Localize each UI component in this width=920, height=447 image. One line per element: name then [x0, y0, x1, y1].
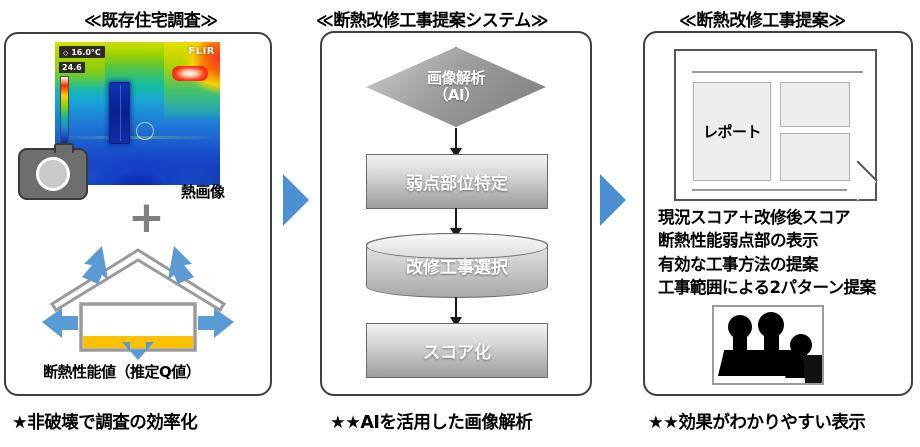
flir-logo: FLIR — [188, 46, 215, 57]
flow-label-line1: 画像解析 — [426, 68, 486, 87]
thermal-temp-value: 16.0°C — [71, 47, 101, 57]
flow-connector-2 — [450, 208, 462, 238]
flow-node-image-analysis-label: 画像解析 （AI） — [426, 68, 486, 105]
thermal-floor-line — [55, 136, 220, 140]
report-document[interactable]: レポート — [674, 49, 878, 201]
thermal-scale-value: 24.6 — [59, 62, 85, 73]
heat-arrow-left — [42, 308, 78, 338]
heat-arrow-upright — [168, 246, 194, 284]
person-head-right — [790, 334, 812, 356]
caption-system: ★★AIを活用した画像解析 — [330, 413, 533, 433]
flow-node-renovation-select[interactable]: 改修工事選択 — [366, 233, 548, 298]
page-fold-line — [856, 160, 878, 182]
flow-arrow-1-icon — [283, 174, 309, 226]
thermal-color-scale — [60, 76, 69, 150]
caption-proposal: ★★効果がわかりやすい表示 — [648, 413, 866, 433]
thermal-hot-right — [163, 42, 220, 131]
report-rule-top — [692, 71, 863, 73]
camera-flash-bump — [54, 143, 74, 153]
proposal-bullets: 現況スコア＋改修後スコア 断熱性能弱点部の表示 有効な工事方法の提案 工事範囲に… — [658, 206, 876, 300]
flow-node-weak-point[interactable]: 弱点部位特定 — [366, 154, 548, 209]
desk-shape — [718, 350, 796, 376]
q-value-label: 断熱性能値（推定Q値） — [43, 363, 201, 381]
camera-icon — [18, 143, 88, 200]
house-roof — [49, 248, 227, 313]
person-head-center — [758, 312, 784, 338]
camera-lens — [36, 157, 70, 191]
flow-node-renovation-select-label: 改修工事選択 — [406, 258, 508, 278]
report-rule-bottom — [692, 189, 847, 191]
report-main-cell: レポート — [693, 82, 771, 181]
podium-shape — [802, 355, 822, 383]
thermal-image-label: 熱画像 — [181, 183, 225, 201]
panel-title-proposal: ≪断熱改修工事提案≫ — [679, 11, 846, 31]
bullet-0: 現況スコア＋改修後スコア — [658, 208, 850, 227]
plus-symbol: + — [128, 192, 165, 243]
bullet-2: 有効な工事方法の提案 — [658, 254, 818, 274]
heat-arrow-right — [198, 308, 234, 338]
report-cell-top-right — [780, 82, 850, 127]
page-fold-icon — [857, 181, 877, 201]
bullet-3: 工事範囲による2パターン提案 — [658, 278, 876, 298]
heat-arrow-down — [122, 342, 154, 360]
thermal-temp-label: ◇ 16.0°C — [59, 46, 105, 58]
flow-connector-1 — [450, 128, 462, 158]
heat-arrow-upleft — [82, 246, 108, 284]
bullet-1: 断熱性能弱点部の表示 — [658, 231, 818, 251]
flow-connector-3 — [450, 297, 462, 327]
thermal-cold-window — [109, 82, 130, 145]
thermal-cursor-icon — [135, 122, 154, 141]
report-cell-bottom-right — [780, 133, 850, 181]
caption-survey: ★非破壊で調査の効率化 — [12, 413, 198, 433]
cylinder-top — [366, 233, 548, 259]
person-body-left — [733, 335, 747, 353]
house-heatloss-diagram — [42, 246, 234, 360]
house-insulated-floor — [83, 336, 193, 348]
panel-title-system: ≪断熱改修工事提案システム≫ — [316, 11, 549, 31]
panel-title-survey: ≪既存住宅調査≫ — [84, 11, 218, 31]
person-body-center — [764, 334, 779, 353]
thermal-hotspot — [172, 66, 209, 81]
diamond-icon: ◇ — [63, 48, 69, 57]
flow-label-line2: （AI） — [433, 86, 479, 104]
flow-node-image-analysis[interactable]: 画像解析 （AI） — [366, 47, 546, 127]
flow-arrow-2-icon — [600, 174, 626, 226]
people-illustration — [712, 305, 824, 385]
flow-node-scoring[interactable]: スコア化 — [366, 323, 548, 378]
